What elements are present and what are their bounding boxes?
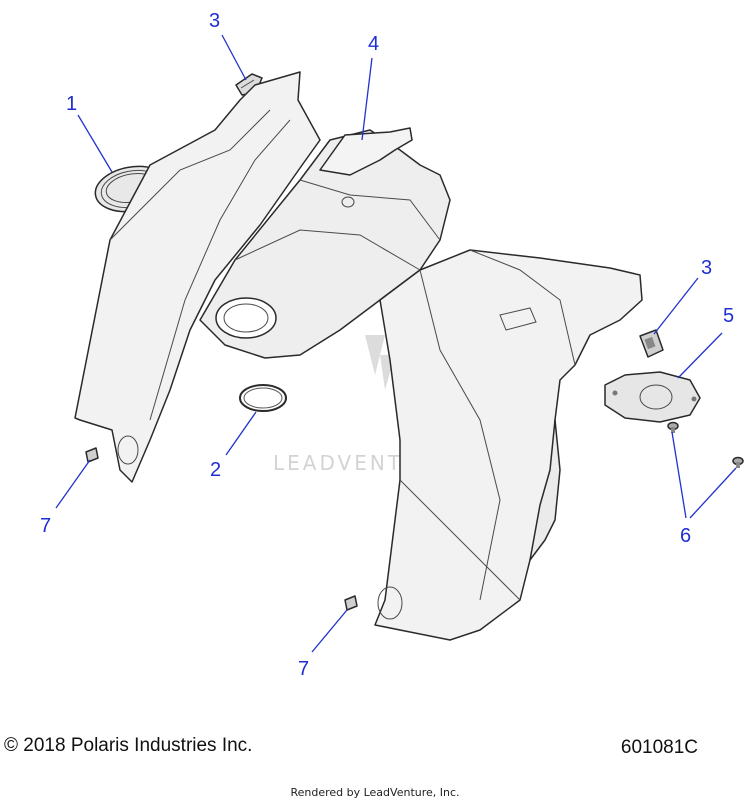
leader-3-right — [653, 277, 699, 335]
parts-diagram: LEADVENTURE — [40, 10, 744, 680]
callout-7-left: 7 — [40, 515, 51, 537]
part-main-tank-cover — [74, 71, 643, 641]
part-5-grommet-plate — [604, 371, 701, 423]
rendered-by-text: Rendered by LeadVenture, Inc. — [290, 786, 460, 799]
callout-7-bottom: 7 — [298, 658, 309, 680]
leader-5 — [677, 332, 723, 379]
callout-1: 1 — [66, 93, 77, 115]
part-6-screw-left — [667, 421, 679, 433]
part-2-o-ring — [239, 384, 287, 412]
part-6-screw-right — [732, 456, 744, 468]
leader-lines — [55, 34, 737, 653]
copyright-text: © 2018 Polaris Industries Inc. — [4, 735, 253, 756]
leader-6b — [689, 467, 737, 519]
diagram-number: 601081C — [620, 737, 698, 758]
part-7-rivet-bottom — [344, 595, 358, 611]
leader-7a — [55, 459, 91, 509]
leader-2 — [225, 411, 257, 456]
part-7-rivet-left — [85, 447, 99, 463]
callouts: 1 2 3 3 4 5 6 7 7 — [40, 10, 734, 680]
callout-4: 4 — [368, 33, 379, 55]
leader-1 — [77, 114, 113, 173]
callout-3-right: 3 — [701, 257, 712, 279]
callout-2: 2 — [210, 459, 221, 481]
leader-7b — [311, 609, 348, 653]
leader-4 — [361, 57, 373, 141]
callout-5: 5 — [723, 305, 734, 327]
callout-3-top: 3 — [209, 10, 220, 32]
leader-3-top — [221, 34, 247, 81]
leader-6a — [671, 431, 687, 519]
part-3-clip-right — [639, 329, 664, 358]
callout-6: 6 — [680, 525, 691, 547]
